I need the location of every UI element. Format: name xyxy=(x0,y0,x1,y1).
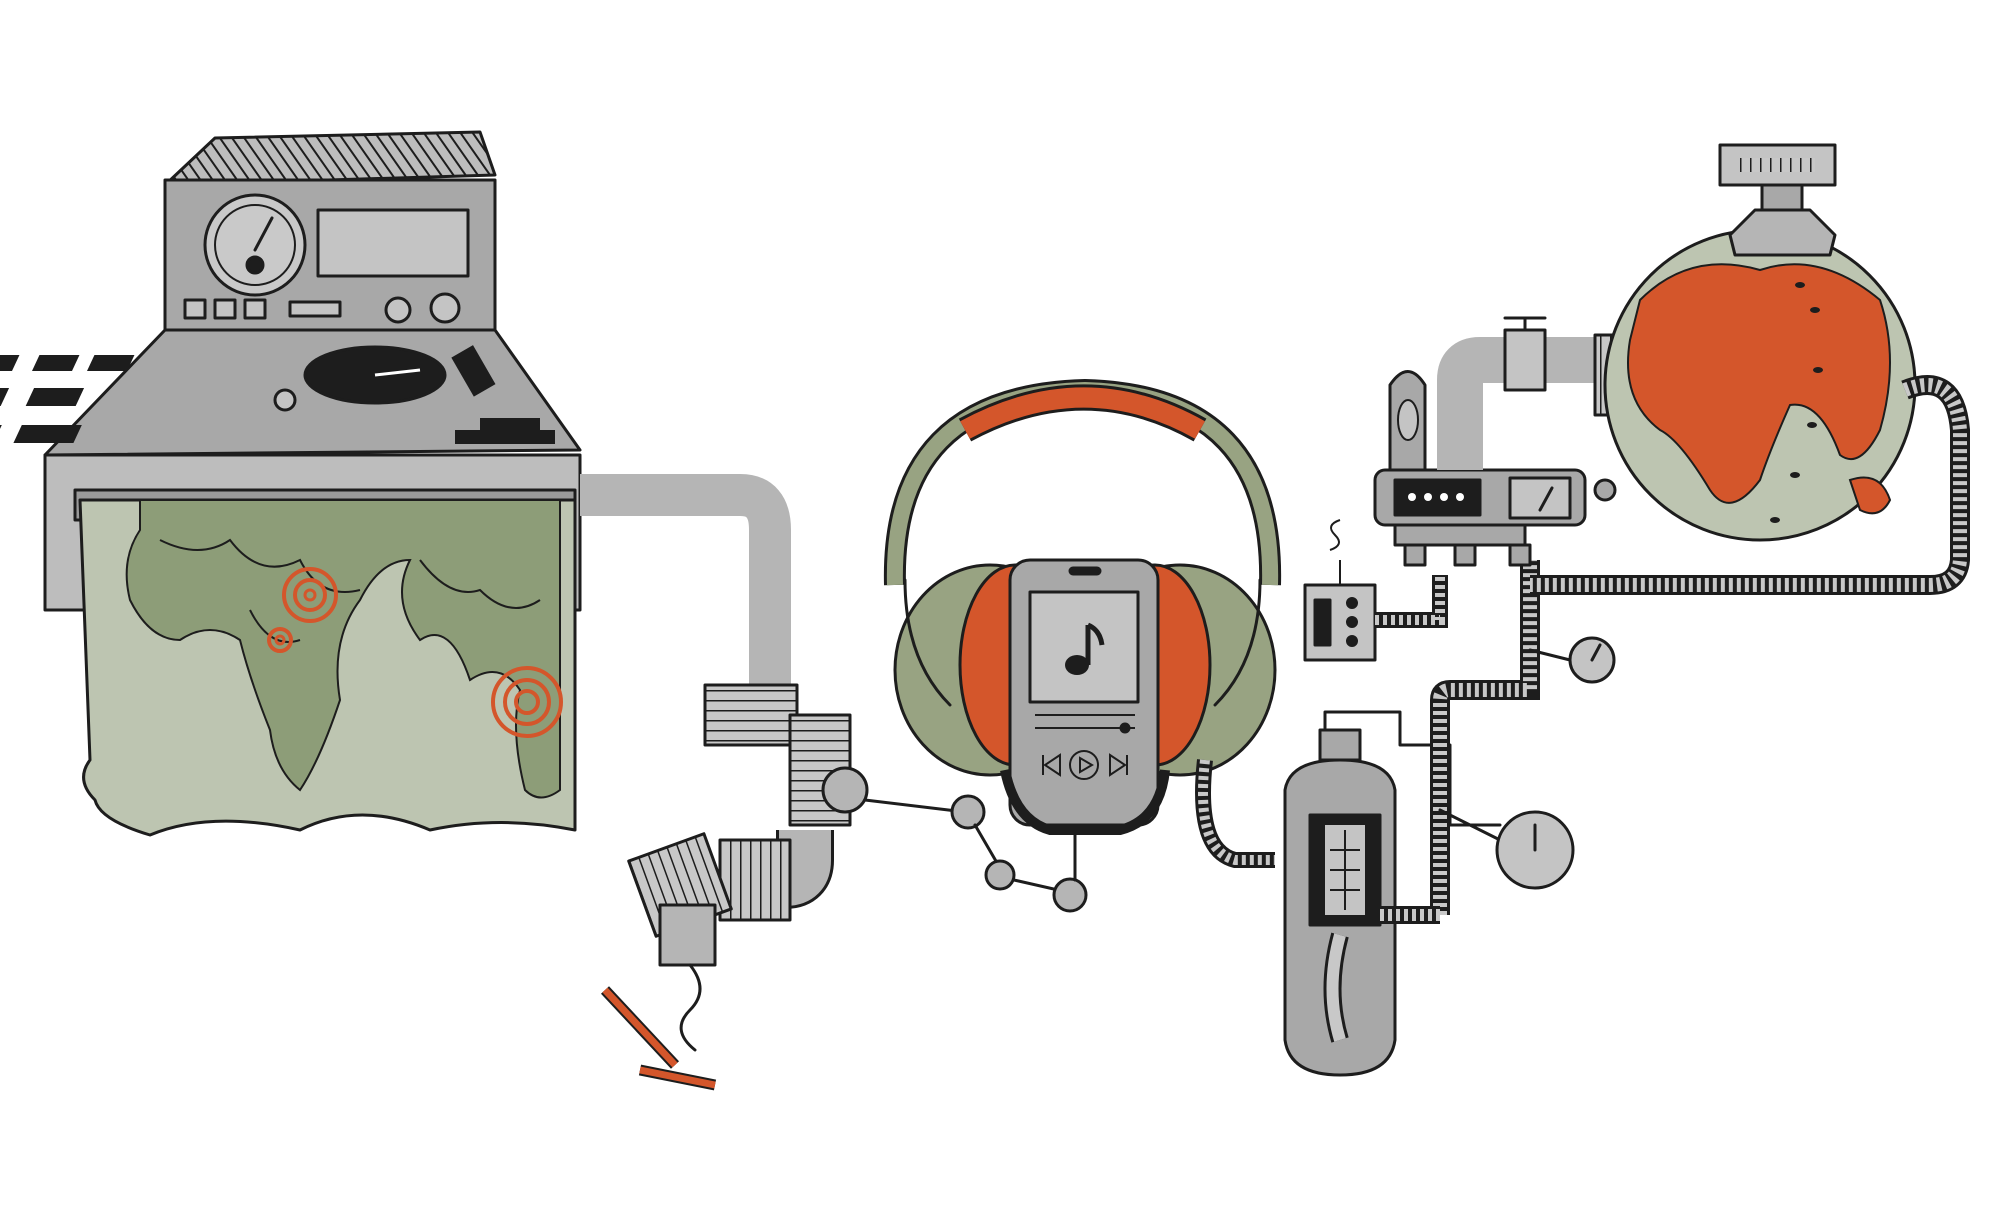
pipe-flange xyxy=(821,766,869,814)
globe-icon xyxy=(1603,228,1917,542)
knob-icon xyxy=(384,296,412,324)
joint-node xyxy=(950,794,986,830)
machine-screen xyxy=(316,208,470,278)
gas-tank xyxy=(1283,710,1502,1077)
small-button xyxy=(243,298,267,320)
pipe-network-left xyxy=(578,474,1088,1091)
faucet-icon xyxy=(1503,316,1547,392)
phone-device xyxy=(1000,558,1170,882)
target-marker-icon xyxy=(267,627,293,653)
phone-screen xyxy=(1028,590,1140,704)
music-note-icon xyxy=(1065,622,1105,675)
dial-icon xyxy=(303,345,447,405)
target-marker-icon xyxy=(282,567,338,623)
joint-node xyxy=(1052,877,1088,913)
small-button xyxy=(183,298,207,320)
map-landmass xyxy=(125,499,561,799)
deck-keys xyxy=(0,345,555,444)
pipe-nozzle xyxy=(658,903,717,967)
gauge-icon xyxy=(203,193,307,297)
pipe-network-right xyxy=(1303,143,1970,924)
small-button xyxy=(213,298,237,320)
pipe-joint xyxy=(703,683,799,747)
recording-machine xyxy=(0,130,582,837)
toggle-knob xyxy=(273,388,297,412)
next-icon xyxy=(1109,753,1128,777)
slider-switch xyxy=(288,300,342,318)
target-marker-icon xyxy=(491,666,563,738)
joint-node xyxy=(984,859,1016,891)
gauge-icon xyxy=(1508,476,1572,520)
machine-top-vent xyxy=(163,130,497,187)
machine-deck xyxy=(43,328,582,457)
map-sheet xyxy=(78,498,577,837)
spring-coil xyxy=(679,963,702,1052)
gauge-icon xyxy=(1495,810,1575,890)
previous-icon xyxy=(1042,753,1061,777)
knob-icon xyxy=(429,292,461,324)
play-icon xyxy=(1069,750,1099,780)
pencil-icon xyxy=(600,986,717,1091)
gauge-icon xyxy=(1568,636,1616,684)
cable xyxy=(1195,759,1275,868)
